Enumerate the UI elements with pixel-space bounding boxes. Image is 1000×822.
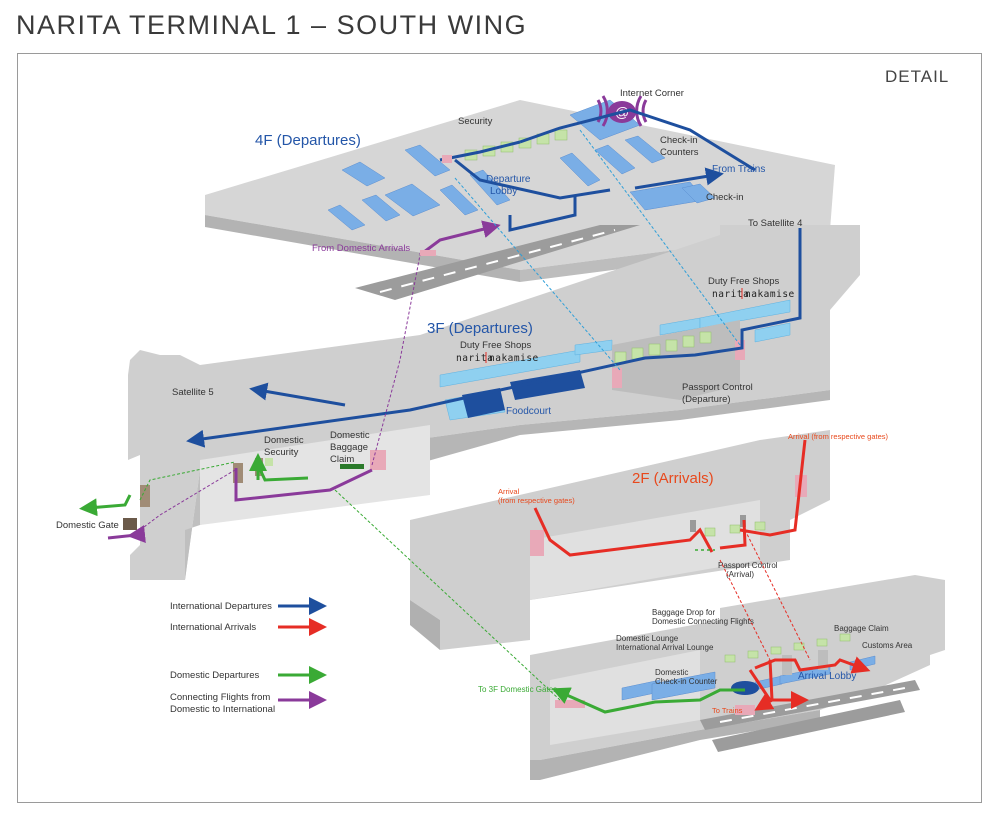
domestic-baggage-label-1: Domestic <box>330 430 370 441</box>
floor-3f-label: 3F (Departures) <box>427 320 533 337</box>
passport-control-arr-label-1: Passport Control <box>718 561 778 570</box>
customs-area-label: Customs Area <box>862 641 913 650</box>
arrival-left-label-1: Arrival <box>498 487 520 496</box>
duty-free-right-label: Duty Free Shops <box>708 276 780 287</box>
checkin-label: Check-in <box>706 192 744 203</box>
arrival-left-label-2: (from respective gates) <box>498 496 575 505</box>
arrival-top-label: Arrival (from respective gates) <box>788 432 889 441</box>
baggage-drop-label-1: Baggage Drop for <box>652 608 715 617</box>
domestic-baggage-label-2: Baggage <box>330 442 368 453</box>
brand-right-b: nakamise <box>745 289 795 300</box>
detail-label: DETAIL <box>885 67 949 86</box>
legend-item-international-departures: International Departures <box>170 597 327 615</box>
domestic-security-label-2: Security <box>264 447 299 458</box>
checkin-counters-label-1: Check-in <box>660 135 698 146</box>
domestic-security-label-1: Domestic <box>264 435 304 446</box>
internet-corner-label: Internet Corner <box>620 88 684 99</box>
domestic-baggage-label-3: Claim <box>330 454 354 465</box>
floor-connectors <box>334 129 811 701</box>
map-frame <box>17 53 982 803</box>
legend: International Departures International A… <box>170 597 327 715</box>
floor-1f <box>530 575 945 780</box>
departure-lobby-label-1: Departure <box>486 174 531 185</box>
duty-free-left-label: Duty Free Shops <box>460 340 532 351</box>
floor-2f-label: 2F (Arrivals) <box>632 470 714 487</box>
checkin-counters-label-2: Counters <box>660 147 699 158</box>
legend-label: International Arrivals <box>170 622 256 633</box>
passport-control-dep-label-2: (Departure) <box>682 394 731 405</box>
baggage-drop-label-2: Domestic Connecting Flights <box>652 617 754 626</box>
domestic-checkin-label-2: Check-in Counter <box>655 677 718 686</box>
passport-control-dep-label-1: Passport Control <box>682 382 753 393</box>
legend-label: Connecting Flights from <box>170 692 270 703</box>
departure-lobby-label-2: Lobby <box>490 186 517 197</box>
floor-4f-label: 4F (Departures) <box>255 132 361 149</box>
baggage-claim-label: Baggage Claim <box>834 624 889 633</box>
floor-2f <box>410 430 830 650</box>
arrival-lobby-label: Arrival Lobby <box>798 671 856 682</box>
foodcourt-label: Foodcourt <box>506 406 551 417</box>
to-satellite-4-label: To Satellite 4 <box>748 218 802 229</box>
legend-item-connecting-flights: Connecting Flights from Domestic to Inte… <box>170 691 327 715</box>
security-4f-label: Security <box>458 116 493 127</box>
legend-label: Domestic Departures <box>170 670 259 681</box>
legend-item-international-arrivals: International Arrivals <box>170 618 327 636</box>
to-3f-domestic-label: To 3F Domestic Gates <box>478 685 557 694</box>
brand-right-a: narita <box>712 289 749 300</box>
legend-label: International Departures <box>170 601 272 612</box>
domestic-gate-label: Domestic Gate <box>56 520 119 531</box>
domestic-lounge-label-2: International Arrival Lounge <box>616 643 714 652</box>
floor-3f <box>79 225 860 580</box>
passport-control-arr-label-2: (Arrival) <box>726 570 754 579</box>
domestic-checkin-label-1: Domestic <box>655 668 688 677</box>
to-trains-label: To Trains <box>712 706 743 715</box>
page-title: NARITA TERMINAL 1 – SOUTH WING <box>16 10 528 40</box>
legend-label-line2: Domestic to International <box>170 704 275 715</box>
brand-left-a: narita <box>456 353 493 364</box>
from-trains-label: From Trains <box>712 164 765 175</box>
brand-left-b: nakamise <box>489 353 539 364</box>
satellite-5-label: Satellite 5 <box>172 387 214 398</box>
from-domestic-arrivals-label: From Domestic Arrivals <box>312 243 410 254</box>
domestic-lounge-label-1: Domestic Lounge <box>616 634 679 643</box>
floor-4f: @ <box>205 95 835 300</box>
legend-item-domestic-departures: Domestic Departures <box>170 666 327 684</box>
